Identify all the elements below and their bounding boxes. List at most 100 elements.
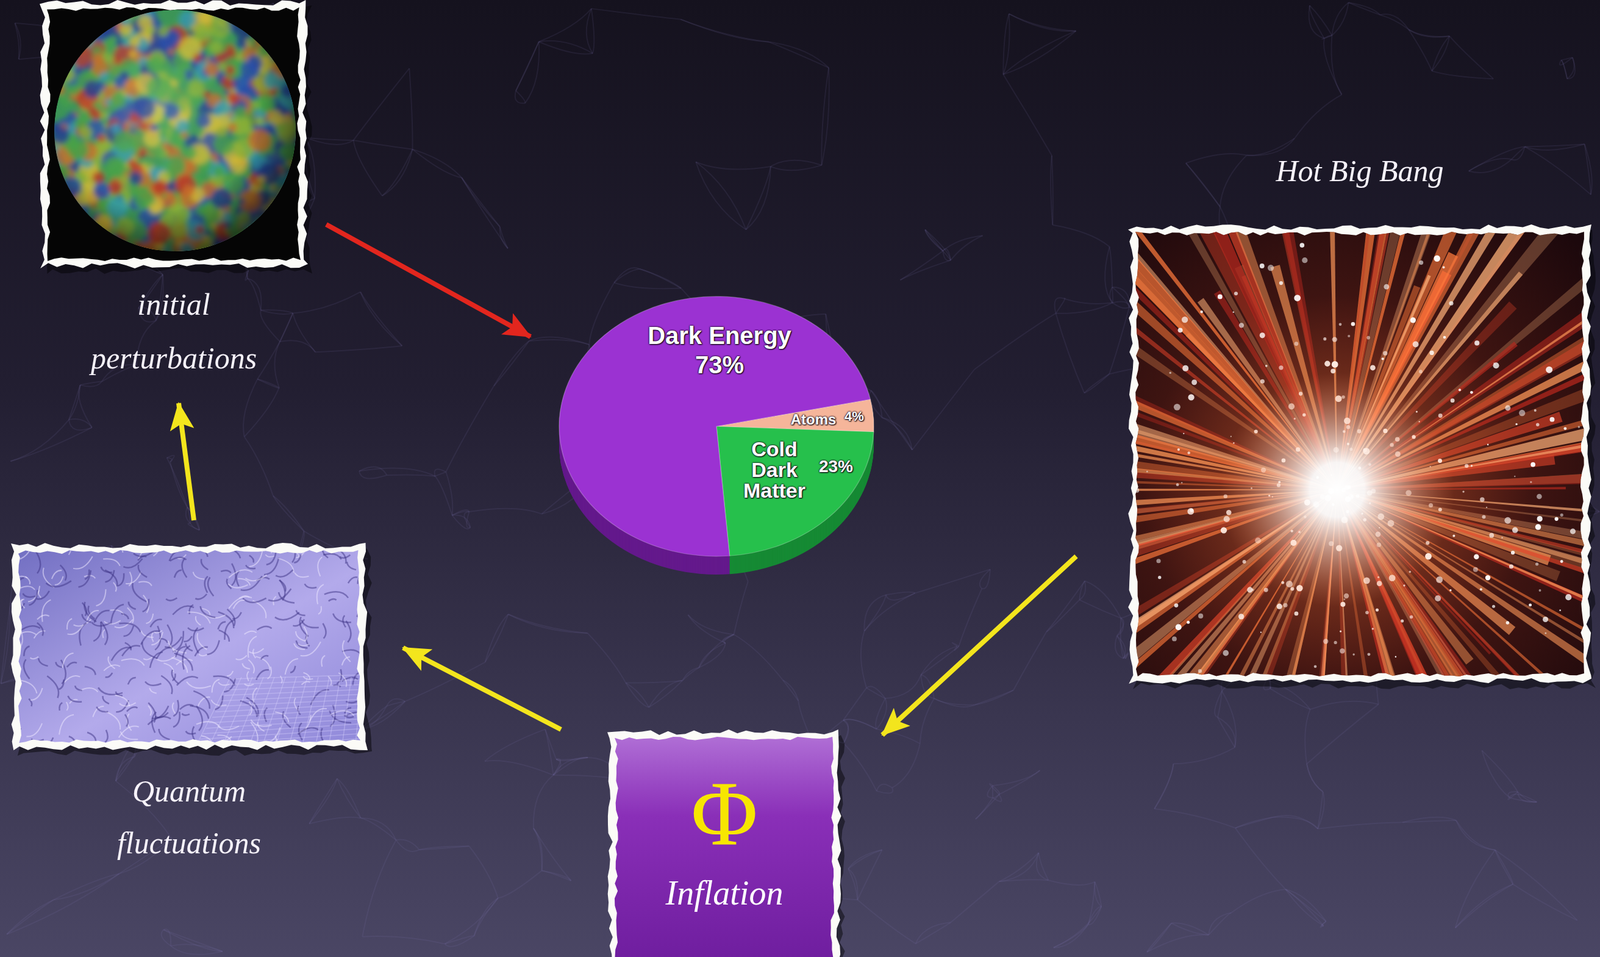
illustration-part (46, 32, 69, 55)
web-filament (529, 337, 590, 345)
illustration-part (1456, 692, 1458, 694)
illustration-part (235, 242, 245, 251)
web-filament (745, 166, 771, 230)
illustration-part (84, 232, 92, 241)
web-filament (498, 870, 543, 898)
illustration-part (1362, 706, 1365, 708)
illustration-part (59, 228, 76, 246)
web-filament (418, 845, 469, 850)
web-filament (934, 698, 975, 707)
web-filament (244, 436, 274, 496)
web-filament (1217, 717, 1236, 747)
web-filament (920, 698, 935, 744)
web-filament (639, 268, 682, 289)
illustration-part (53, 70, 61, 79)
web-filament (360, 292, 402, 347)
web-filament (273, 495, 304, 532)
web-filament (493, 340, 530, 386)
illustration-part (278, 34, 285, 41)
illustration-part (264, 230, 275, 242)
illustration-part (92, 238, 108, 254)
illustration-part (70, 232, 91, 254)
illustration-part (107, 9, 115, 16)
illustration-part (74, 15, 85, 27)
web-filament (396, 839, 420, 850)
web-filament (1146, 923, 1172, 952)
web-filament (1109, 246, 1113, 287)
illustration-part (54, 215, 61, 222)
web-filament (539, 8, 592, 42)
web-filament (1036, 852, 1049, 880)
web-filament (885, 592, 916, 600)
illustration-part (1565, 593, 1572, 600)
web-filament (882, 417, 913, 450)
illustration-part (81, 10, 92, 21)
illustration-part (1578, 425, 1581, 429)
illustration-part (1301, 257, 1308, 263)
illustration-part (1174, 603, 1179, 608)
illustration-part (273, 215, 294, 236)
illustration-part (1535, 562, 1539, 566)
web-filament (545, 729, 554, 775)
web-filament (1220, 155, 1247, 207)
web-filament (337, 778, 361, 818)
illustration-part (1186, 620, 1190, 624)
web-filament (992, 770, 1041, 786)
web-filament (507, 614, 588, 633)
illustration-part (1178, 327, 1183, 333)
web-filament (1331, 2, 1349, 36)
web-filament (485, 614, 509, 662)
web-filament (912, 369, 975, 450)
web-filament (625, 682, 649, 708)
illustration-part (54, 239, 69, 254)
web-filament (0, 606, 10, 683)
illustration-part (243, 238, 263, 258)
web-filament (1235, 817, 1274, 829)
illustration-part (1357, 689, 1364, 696)
illustration-part (282, 9, 305, 32)
illustration-part (1442, 265, 1446, 269)
web-filament (614, 268, 640, 283)
web-filament (1310, 701, 1379, 710)
web-filament (1109, 287, 1113, 304)
web-filament (167, 457, 188, 508)
illustration-part (1563, 426, 1567, 430)
illustration-part (1530, 462, 1536, 468)
web-filament (469, 845, 499, 898)
illustration-part (1560, 513, 1564, 517)
web-filament (1003, 31, 1076, 75)
illustration-part (271, 233, 285, 247)
web-filament (468, 508, 542, 515)
illustration-part (270, 9, 279, 18)
illustration-part (246, 1, 264, 19)
illustration-part (82, 6, 96, 19)
web-filament (1584, 143, 1593, 195)
web-filament (1235, 817, 1274, 829)
web-filament (989, 783, 1000, 795)
illustration-part (63, 207, 84, 228)
web-filament (359, 470, 387, 479)
slice-label: 73% (695, 352, 744, 377)
web-filament (279, 312, 293, 342)
web-filament (682, 667, 699, 681)
web-filament (770, 165, 822, 171)
web-filament (260, 310, 280, 343)
web-filament (382, 149, 413, 196)
web-filament (591, 8, 594, 54)
web-filament (309, 817, 361, 824)
web-filament (68, 384, 81, 420)
web-filament (452, 515, 471, 529)
web-filament (1304, 709, 1310, 765)
web-filament (1079, 599, 1121, 618)
web-filament (1084, 373, 1110, 393)
illustration-part (67, 245, 75, 252)
web-filament (768, 42, 829, 68)
web-filament (78, 384, 93, 428)
web-filament (1003, 14, 1009, 75)
web-filament (484, 760, 554, 775)
web-filament (1221, 690, 1236, 747)
web-filament (474, 897, 499, 936)
web-filament (1120, 617, 1124, 658)
illustration-part (48, 44, 69, 65)
web-filament (539, 41, 593, 54)
